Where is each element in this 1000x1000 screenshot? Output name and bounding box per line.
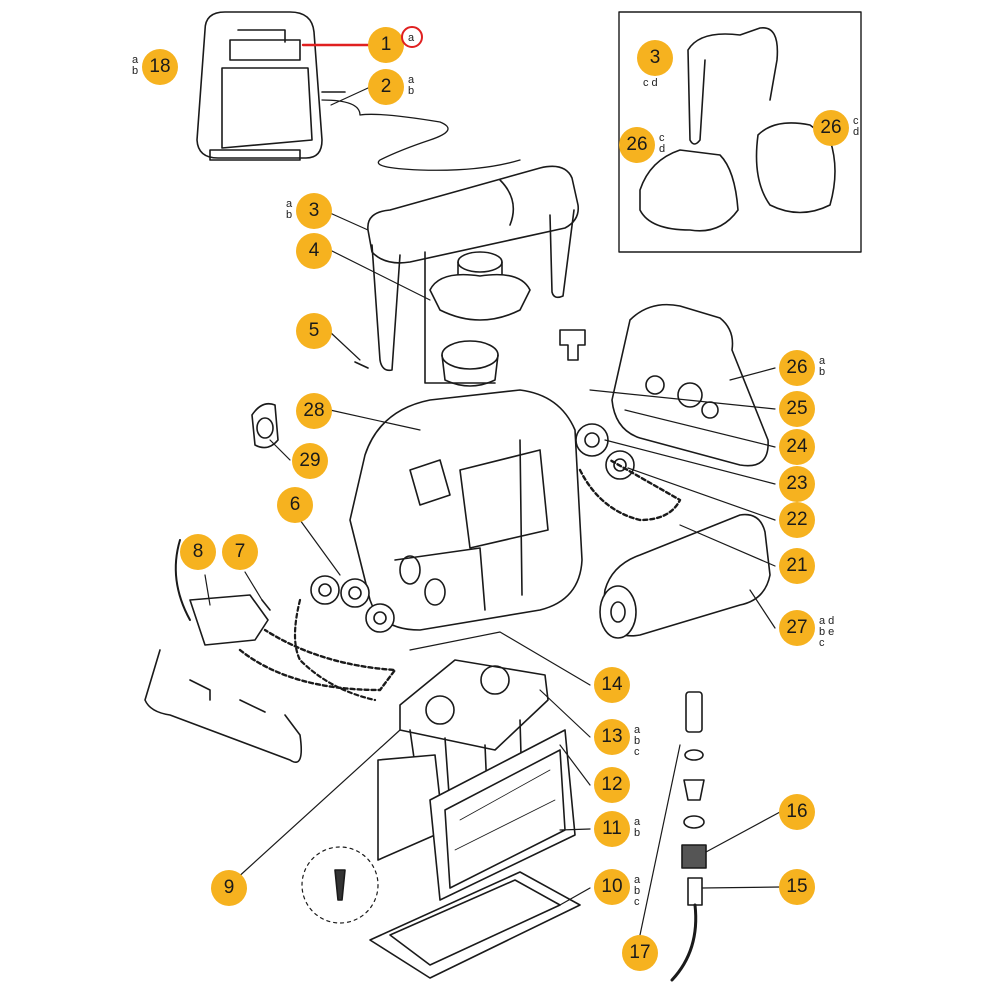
- callout-number: 22: [786, 509, 808, 530]
- callout-22: 22: [779, 502, 815, 538]
- callout-29: 29: [292, 443, 328, 479]
- callout-number: 28: [303, 400, 325, 421]
- inset-frame: [618, 11, 862, 253]
- side-cover: [559, 303, 769, 467]
- callout-5: 5: [296, 313, 332, 349]
- callout-25: 25: [779, 391, 815, 427]
- callout-3c: 3: [637, 40, 673, 76]
- callout-17: 17: [622, 935, 658, 971]
- left-side-assembly: [144, 539, 397, 763]
- callout-number: 4: [308, 240, 320, 261]
- callout-number: 9: [223, 877, 235, 898]
- callout-number: 24: [786, 436, 808, 457]
- callout-11: 11: [594, 811, 630, 847]
- impeller-assembly: [424, 251, 531, 387]
- callout-3c-variants: c d: [643, 77, 658, 89]
- drive-gears: [575, 423, 635, 480]
- cap-part: [251, 402, 279, 449]
- robot-body: [349, 389, 583, 631]
- screw-part: [354, 361, 369, 369]
- callout-8: 8: [180, 534, 216, 570]
- callout-26: 26: [779, 350, 815, 386]
- callout-3: 3: [296, 193, 332, 229]
- callout-number: 11: [602, 818, 622, 839]
- callout-26d: 26: [813, 110, 849, 146]
- callout-26c: 26: [619, 127, 655, 163]
- callout-24: 24: [779, 429, 815, 465]
- callout-23: 23: [779, 466, 815, 502]
- callout-13: 13: [594, 719, 630, 755]
- callout-number: 17: [629, 942, 651, 963]
- callout-number: 26: [626, 134, 648, 155]
- callout-14: 14: [594, 667, 630, 703]
- callout-number: 3: [649, 47, 661, 68]
- callout-number: 27: [786, 617, 808, 638]
- callout-number: 18: [149, 56, 171, 77]
- filter-tray: [369, 871, 581, 979]
- track-right: [578, 458, 682, 522]
- leader-lines: [204, 43, 781, 906]
- callout-number: 16: [786, 801, 808, 822]
- callout-21: 21: [779, 548, 815, 584]
- callout-1: 1: [368, 27, 404, 63]
- callout-28: 28: [296, 393, 332, 429]
- callout-10: 10: [594, 869, 630, 905]
- inset-parts: [639, 27, 836, 232]
- callout-15: 15: [779, 869, 815, 905]
- callout-6: 6: [277, 487, 313, 523]
- callout-18: 18: [142, 49, 178, 85]
- callout-number: 13: [601, 726, 623, 747]
- callout-number: 21: [786, 555, 808, 576]
- callout-number: 12: [601, 774, 623, 795]
- filter-basket: [377, 729, 576, 901]
- callout-number: 6: [289, 494, 301, 515]
- power-supply-unit: [196, 11, 521, 171]
- callout-2: 2: [368, 69, 404, 105]
- callout-16: 16: [779, 794, 815, 830]
- callout-number: 25: [786, 398, 808, 419]
- callout-number: 14: [601, 674, 623, 695]
- callout-number: 8: [192, 541, 204, 562]
- callout-4: 4: [296, 233, 332, 269]
- callout-number: 23: [786, 473, 808, 494]
- callout-12: 12: [594, 767, 630, 803]
- callout-9: 9: [211, 870, 247, 906]
- valve-detail: [301, 846, 379, 924]
- callout-7: 7: [222, 534, 258, 570]
- callout-27: 27: [779, 610, 815, 646]
- callout-number: 26: [820, 117, 842, 138]
- bearing-set: [310, 575, 395, 633]
- callout-number: 29: [299, 450, 321, 471]
- callout-number: 10: [601, 876, 623, 897]
- callout-number: 3: [308, 200, 320, 221]
- callout-number: 2: [380, 76, 392, 97]
- callout-number: 5: [308, 320, 320, 341]
- callout-number: 7: [234, 541, 246, 562]
- brush-roller: [599, 513, 771, 639]
- handle-assembly: [367, 165, 580, 372]
- swivel-parts: [639, 691, 707, 982]
- callout-number: 1: [380, 34, 392, 55]
- callout-number: 15: [786, 876, 808, 897]
- callout-number: 26: [786, 357, 808, 378]
- highlight-ring: [401, 26, 423, 48]
